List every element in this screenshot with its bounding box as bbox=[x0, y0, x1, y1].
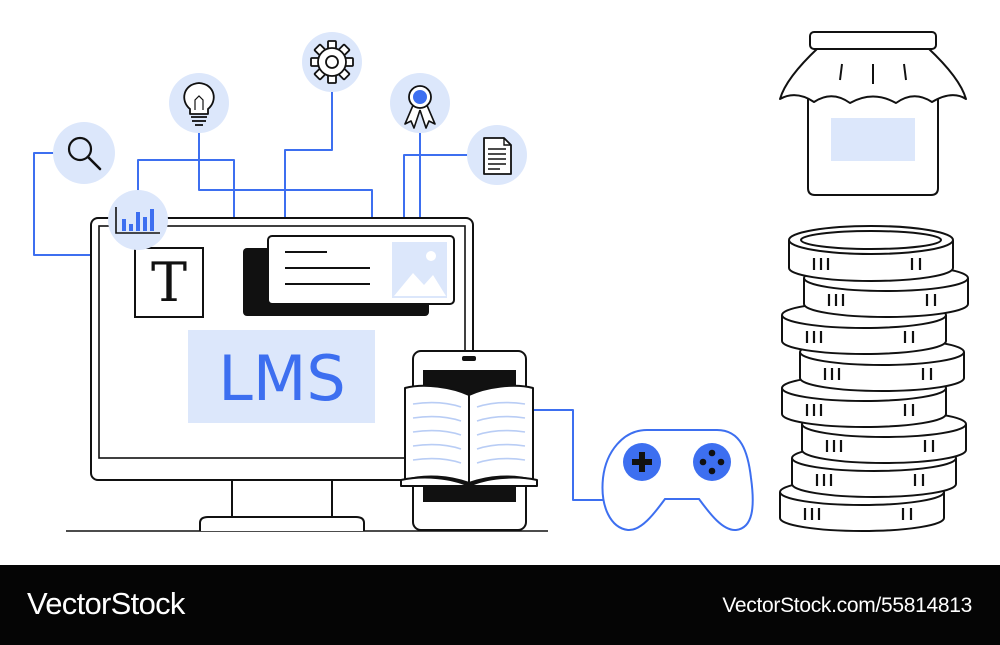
gamepad-icon bbox=[601, 429, 754, 532]
coin-stack-icon bbox=[779, 225, 969, 532]
lms-badge-text: LMS bbox=[218, 342, 345, 415]
monitor-base bbox=[199, 516, 365, 531]
coin-6 bbox=[801, 410, 967, 464]
text-format-box bbox=[134, 247, 204, 318]
document-icon bbox=[467, 125, 527, 185]
jar-label bbox=[831, 118, 915, 161]
gear-icon bbox=[302, 32, 362, 92]
gamepad-body bbox=[601, 429, 754, 532]
connector-gear bbox=[284, 92, 333, 218]
open-book-icon bbox=[400, 384, 538, 487]
connector-gamepad bbox=[533, 409, 605, 501]
text-format-glyph: T bbox=[151, 251, 187, 314]
image-credit: VectorStock.com/55814813 bbox=[722, 594, 972, 617]
image-icon bbox=[392, 242, 447, 298]
jar-icon bbox=[779, 31, 967, 196]
lms-badge-bg bbox=[188, 330, 375, 423]
connector-document bbox=[403, 154, 468, 218]
jar-lid bbox=[809, 31, 937, 50]
lms-badge: LMS bbox=[188, 330, 375, 423]
text-format-tile: T bbox=[134, 247, 204, 318]
brand-logo-text: VectorStock bbox=[27, 586, 185, 621]
monitor-neck bbox=[231, 479, 333, 519]
coin-2 bbox=[803, 264, 969, 318]
connector-analytics bbox=[137, 159, 235, 218]
coin-1 bbox=[788, 225, 954, 282]
search-icon bbox=[53, 122, 115, 184]
content-card bbox=[243, 235, 455, 316]
analytics-icon bbox=[108, 190, 168, 250]
lightbulb-icon bbox=[169, 73, 229, 133]
tablet-speaker bbox=[462, 356, 476, 361]
watermark-footer: VectorStock VectorStock.com/55814813 bbox=[0, 565, 1000, 645]
book-cover bbox=[400, 476, 538, 487]
gamepad-buttons-circle bbox=[693, 443, 731, 481]
connector-search bbox=[33, 152, 91, 256]
connector-lines bbox=[33, 92, 605, 501]
award-ribbon-icon bbox=[390, 73, 450, 133]
lms-illustration: T LMS bbox=[33, 31, 969, 532]
